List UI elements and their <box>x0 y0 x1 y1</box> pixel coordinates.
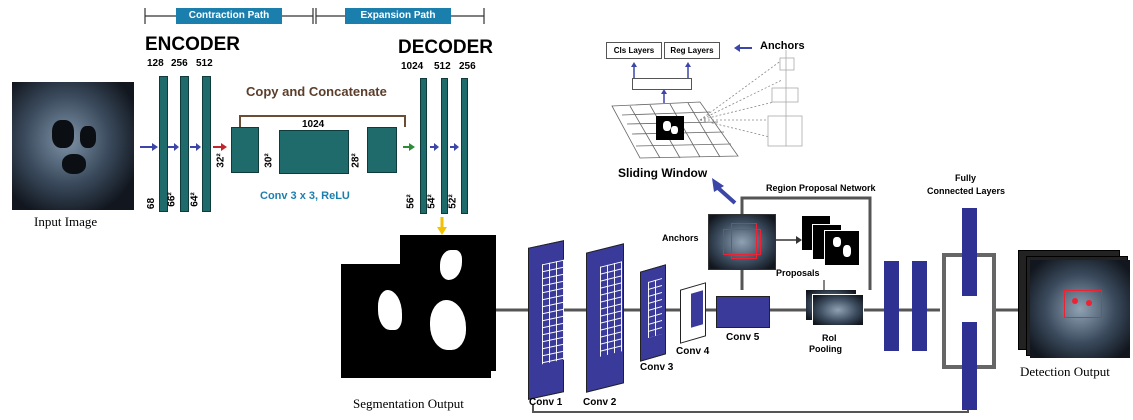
conv3-grid <box>648 277 662 339</box>
detection-output-label: Detection Output <box>1020 364 1110 379</box>
copy-concatenate-label: Copy and Concatenate <box>246 84 387 99</box>
decoder-channel-3: 256 <box>459 61 476 72</box>
encoder-channel-1: 128 <box>147 58 164 69</box>
encoder-block-1 <box>159 76 168 212</box>
conv1-grid <box>542 259 564 365</box>
encoder-block-3 <box>202 76 211 212</box>
anchors-image <box>708 214 776 270</box>
encoder-channel-2: 256 <box>171 58 188 69</box>
reg-layers-box: Reg Layers <box>664 42 720 59</box>
roi-label: RoI <box>822 333 837 343</box>
conv5-label: Conv 5 <box>726 332 760 343</box>
contraction-path-label: Contraction Path <box>176 8 282 24</box>
conv2-grid <box>600 261 622 357</box>
encoder-size-1: 68 <box>146 197 158 210</box>
proposal-map-3 <box>824 230 860 266</box>
decoder-block-3 <box>461 78 468 214</box>
conv4-label: Conv 4 <box>676 346 710 357</box>
encoder-block-2 <box>180 76 189 212</box>
decoder-block-1 <box>420 78 427 214</box>
segmentation-output-label: Segmentation Output <box>353 396 464 411</box>
decoder-size-1: 56² <box>405 194 417 209</box>
proposals-label: Proposals <box>776 268 820 278</box>
fc-label-line1: Fully <box>955 173 977 183</box>
mid-block-1 <box>231 127 259 173</box>
sliding-window-label: Sliding Window <box>618 166 708 180</box>
rpn-loop-line <box>740 196 872 290</box>
segmentation-output-front <box>341 264 491 378</box>
rpn-intermediate-layer <box>632 78 692 90</box>
fc-layer-3-top <box>962 208 977 296</box>
input-image-label: Input Image <box>34 214 98 229</box>
mid-block-3 <box>367 127 397 173</box>
fc-layer-3-bottom <box>962 322 977 410</box>
mid-size-3: 28² <box>350 153 362 168</box>
fc-layer-2 <box>912 261 927 351</box>
decoder-size-2: 54² <box>426 194 438 209</box>
encoder-size-2: 66² <box>166 192 178 207</box>
rpn-label: Region Proposal Network <box>766 183 876 193</box>
roi-image-2 <box>812 294 864 326</box>
decoder-size-3: 52² <box>447 194 459 209</box>
sliding-window-arrow <box>715 185 737 205</box>
bottleneck-block <box>279 130 349 174</box>
conv-relu-label: Conv 3 x 3, ReLU <box>260 190 350 202</box>
expansion-path-label: Expansion Path <box>345 8 451 24</box>
encoder-channel-3: 512 <box>196 58 213 69</box>
anchors-label: Anchors <box>662 233 699 243</box>
decoder-channel-1: 1024 <box>401 61 424 72</box>
decoder-label: DECODER <box>398 37 494 58</box>
cls-layers-box: Cls Layers <box>606 42 662 59</box>
anchors-top-label: Anchors <box>760 40 805 52</box>
pooling-label: Pooling <box>809 344 842 354</box>
conv2-label: Conv 2 <box>583 397 617 408</box>
conv5-block <box>716 296 770 328</box>
encoder-size-3: 64² <box>189 192 201 207</box>
conv1-label: Conv 1 <box>529 397 563 408</box>
encoder-label: ENCODER <box>145 34 241 55</box>
sliding-window-feature <box>656 116 684 140</box>
conv3-label: Conv 3 <box>640 362 674 373</box>
mid-size-2: 30² <box>263 153 275 168</box>
decoder-block-2 <box>441 78 448 214</box>
decoder-channel-2: 512 <box>434 61 451 72</box>
detection-output-image <box>1030 260 1130 358</box>
fc-label-line2: Connected Layers <box>927 186 1006 196</box>
copy-bracket <box>239 115 406 127</box>
bottleneck-channel-label: 1024 <box>302 119 325 130</box>
mid-size-1: 32² <box>215 153 227 168</box>
fc-layer-1 <box>884 261 899 351</box>
input-image <box>12 82 134 210</box>
